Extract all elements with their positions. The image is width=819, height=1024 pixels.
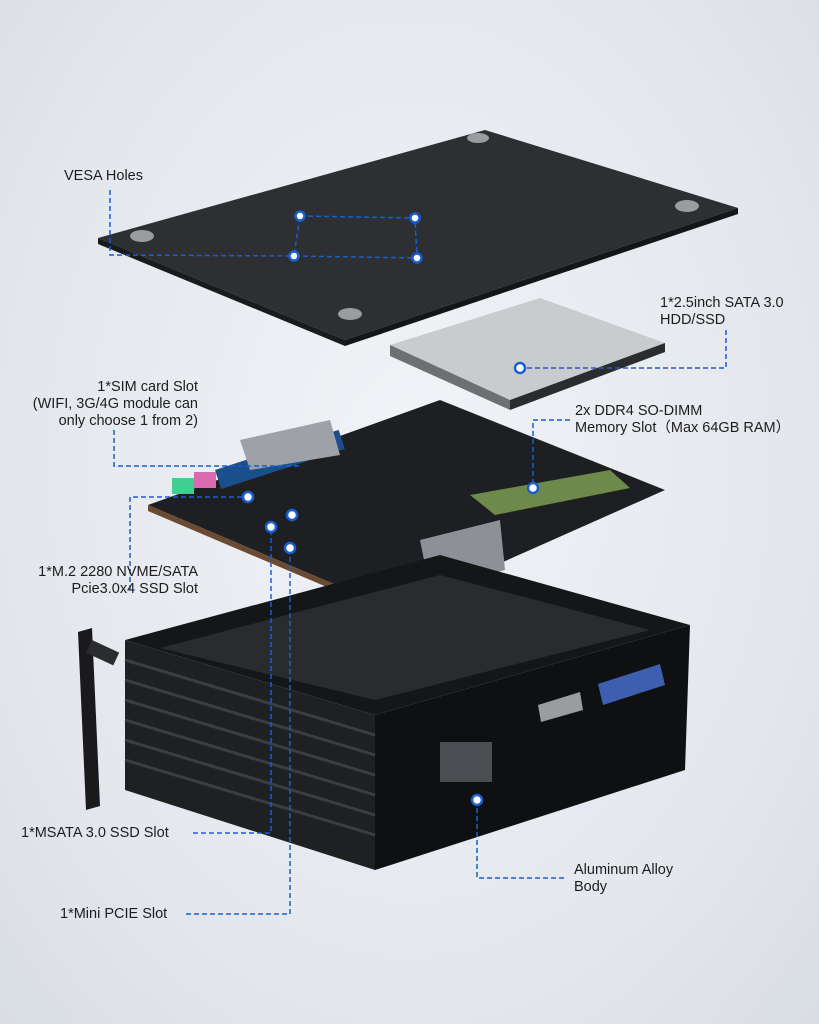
- sim-slot-label: 1*SIM card Slot (WIFI, 3G/4G module can …: [33, 379, 198, 430]
- callout-dots: [241, 210, 540, 807]
- motherboard: [148, 400, 665, 616]
- alu-label-line1: Aluminum Alloy: [574, 862, 674, 878]
- ddr-label-line1: 2x DDR4 SO-DIMM: [575, 403, 703, 419]
- aluminum-body-label: Aluminum Alloy Body: [574, 862, 673, 896]
- aluminum-case: [124, 555, 690, 870]
- vesa-holes-label: VESA Holes: [64, 168, 143, 184]
- msata-slot-label: 1*MSATA 3.0 SSD Slot: [21, 825, 169, 841]
- m2-label-line1: 1*M.2 2280 NVME/SATA: [38, 564, 198, 580]
- hdd-ssd-drive: [390, 298, 665, 410]
- sim-label-line2: (WIFI, 3G/4G module can: [32, 396, 198, 412]
- hdd-ssd-label: 1*2.5inch SATA 3.0 HDD/SSD: [660, 295, 784, 329]
- m2-label-line2: Pcie3.0x4 SSD Slot: [71, 581, 198, 597]
- sim-label-line3: only choose 1 from 2): [58, 413, 198, 429]
- sim-label-line1: 1*SIM card Slot: [97, 379, 198, 395]
- mini-pcie-slot-label: 1*Mini PCIE Slot: [60, 906, 168, 922]
- ddr4-memory-label: 2x DDR4 SO-DIMM Memory Slot（Max 64GB RAM…: [575, 403, 790, 437]
- wifi-antenna: [78, 628, 120, 810]
- ddr-label-line2: Memory Slot（Max 64GB RAM）: [575, 420, 791, 436]
- m2-slot-label: 1*M.2 2280 NVME/SATA Pcie3.0x4 SSD Slot: [38, 564, 198, 598]
- leader-lines: [109, 190, 727, 915]
- hdd-label-line2: HDD/SSD: [660, 312, 726, 328]
- hdd-label-line1: 1*2.5inch SATA 3.0: [660, 295, 784, 311]
- alu-label-line2: Body: [574, 879, 608, 895]
- bottom-lid-plate: [98, 130, 738, 346]
